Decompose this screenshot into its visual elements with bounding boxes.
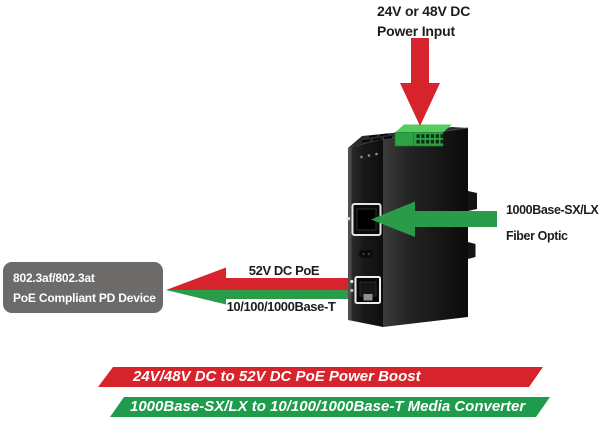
power-terminal-block	[394, 124, 452, 147]
pd-device-line1: 802.3af/802.3at	[13, 271, 95, 285]
pd-device-line2: PoE Compliant PD Device	[13, 291, 156, 305]
fiber-optic-label: 1000Base-SX/LX Fiber Optic	[506, 197, 599, 249]
fiber-line2: Fiber Optic	[506, 229, 568, 243]
poe-output-arrow-icon	[166, 267, 353, 305]
dip-switch-detail	[359, 250, 373, 258]
poe-voltage-label: 52V DC PoE	[248, 263, 320, 278]
led-indicators	[360, 152, 378, 159]
ethernet-label: 10/100/1000Base-T	[226, 299, 336, 314]
power-input-line2: Power Input	[377, 23, 455, 39]
power-input-arrow-icon	[400, 38, 440, 126]
device-side-face	[383, 128, 468, 327]
din-rail-tabs	[468, 191, 477, 259]
pd-device-box: 802.3af/802.3at PoE Compliant PD Device	[3, 262, 163, 313]
media-converter-banner: 1000Base-SX/LX to 10/100/1000Base-T Medi…	[110, 397, 550, 417]
rj45-port	[350, 276, 381, 304]
fiber-line1: 1000Base-SX/LX	[506, 203, 599, 217]
vent-slots	[362, 133, 392, 143]
power-boost-banner: 24V/48V DC to 52V DC PoE Power Boost	[98, 367, 543, 387]
power-input-label: 24V or 48V DC Power Input	[377, 1, 470, 41]
fiber-arrow-icon	[371, 201, 497, 237]
power-input-line1: 24V or 48V DC	[377, 3, 471, 19]
media-converter-device	[347, 127, 477, 327]
